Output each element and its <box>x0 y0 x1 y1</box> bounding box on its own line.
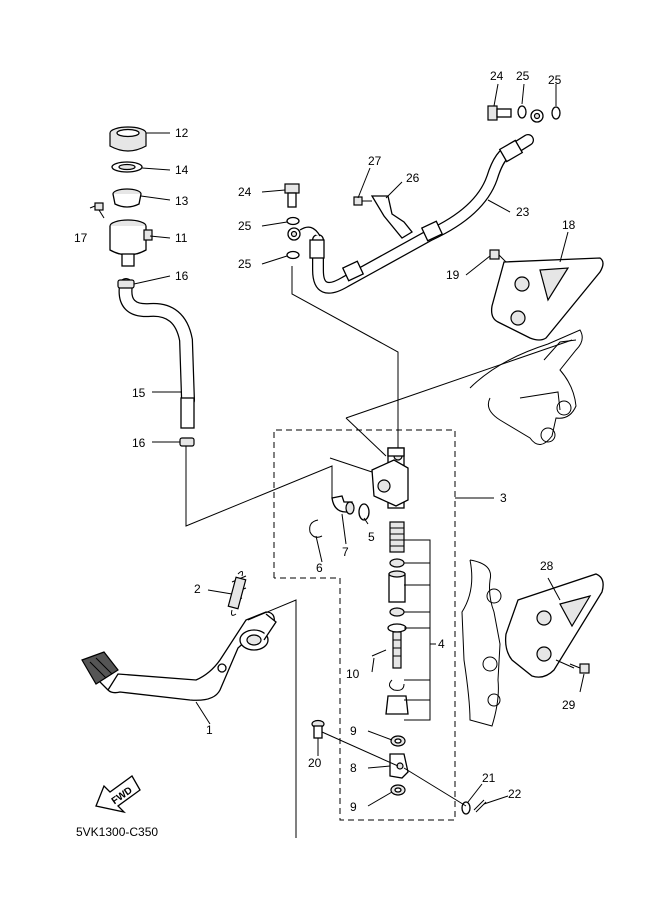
cotter-pin-10 <box>371 649 387 657</box>
heel-guard-18 <box>490 257 604 341</box>
forward-direction-arrow: FWD <box>95 775 141 814</box>
brake-pedal-1 <box>81 611 277 701</box>
master-cylinder-assembly-outline <box>273 429 456 821</box>
label-13: 13 <box>175 194 189 208</box>
screw-29 <box>569 663 590 674</box>
label-24-right: 24 <box>490 69 504 83</box>
callout-leaders <box>89 83 585 807</box>
washer-25-a <box>286 216 300 226</box>
label-6: 6 <box>316 561 323 575</box>
return-spring-2 <box>227 570 247 616</box>
label-24-left: 24 <box>238 185 252 199</box>
reservoir-tank-11 <box>109 219 153 267</box>
circlip-6 <box>309 519 323 538</box>
label-23: 23 <box>516 205 530 219</box>
connection-lines <box>185 266 573 838</box>
label-22: 22 <box>508 787 522 801</box>
label-1: 1 <box>206 723 213 737</box>
banjo-fitting-upper <box>530 109 544 123</box>
screw-17 <box>94 202 105 219</box>
label-9-lower: 9 <box>350 800 357 814</box>
reservoir-cap-12 <box>109 126 147 152</box>
union-bolt-24-a <box>284 183 300 208</box>
nut-9-lower <box>390 784 406 796</box>
label-28: 28 <box>540 559 554 573</box>
screw-19 <box>489 249 507 263</box>
label-25-left-a: 25 <box>238 219 252 233</box>
heel-guard-28 <box>504 573 604 678</box>
washer-25-d <box>551 106 561 120</box>
label-5: 5 <box>368 530 375 544</box>
label-27: 27 <box>368 154 382 168</box>
label-20: 20 <box>308 756 322 770</box>
piston-washer <box>389 607 405 617</box>
label-15: 15 <box>132 386 146 400</box>
label-16-upper: 16 <box>175 269 189 283</box>
washer-25-c <box>517 105 527 119</box>
master-cylinder-body <box>371 447 409 509</box>
frame-bracket-outline-lower <box>461 559 502 727</box>
label-25-left-b: 25 <box>238 257 252 271</box>
label-19: 19 <box>446 268 460 282</box>
label-21: 21 <box>482 771 496 785</box>
hose-clip-16-lower <box>179 437 195 447</box>
label-25-right-a: 25 <box>516 69 530 83</box>
label-18: 18 <box>562 218 576 232</box>
label-7: 7 <box>342 545 349 559</box>
label-12: 12 <box>175 126 189 140</box>
o-ring-5 <box>358 503 370 521</box>
piston-cup <box>389 558 405 568</box>
label-29: 29 <box>562 698 576 712</box>
cotter-pin-22 <box>473 799 487 813</box>
hose-clamp-26 <box>370 195 413 239</box>
nut-9-upper <box>390 735 406 747</box>
diagram-code: 5VK1300-C350 <box>76 825 158 839</box>
washer-25-b <box>286 250 300 260</box>
frame-bracket-outline-upper <box>469 329 583 445</box>
label-14: 14 <box>175 163 189 177</box>
label-2: 2 <box>194 582 201 596</box>
banjo-fitting-lower <box>287 227 301 241</box>
label-16-lower: 16 <box>132 436 146 450</box>
pin-20 <box>311 719 325 739</box>
screw-27 <box>353 196 372 206</box>
piston-spring <box>389 521 405 553</box>
assembly-bracket-4 <box>404 539 431 721</box>
brake-hose-23 <box>299 134 534 294</box>
label-11: 11 <box>175 231 188 245</box>
label-8: 8 <box>350 761 357 775</box>
label-10: 10 <box>346 667 360 681</box>
part-labels: 12 14 13 11 16 17 15 16 24 25 25 27 26 2… <box>74 69 576 814</box>
circlip-inner <box>388 679 405 691</box>
label-26: 26 <box>406 171 420 185</box>
push-rod <box>387 623 407 669</box>
diaphragm-plate-14 <box>111 161 143 173</box>
label-25-right-b: 25 <box>548 73 562 87</box>
label-9-upper: 9 <box>350 724 357 738</box>
hose-clip-16-upper <box>117 279 135 289</box>
diaphragm-13 <box>112 188 142 208</box>
label-17: 17 <box>74 231 88 245</box>
label-4: 4 <box>438 637 445 651</box>
piston <box>388 570 406 603</box>
reservoir-hose-15 <box>118 278 195 429</box>
label-3: 3 <box>500 491 507 505</box>
clevis-8 <box>389 753 409 779</box>
dust-boot <box>385 695 409 715</box>
hose-joint-7 <box>331 495 355 515</box>
union-bolt-24-b <box>487 105 512 121</box>
